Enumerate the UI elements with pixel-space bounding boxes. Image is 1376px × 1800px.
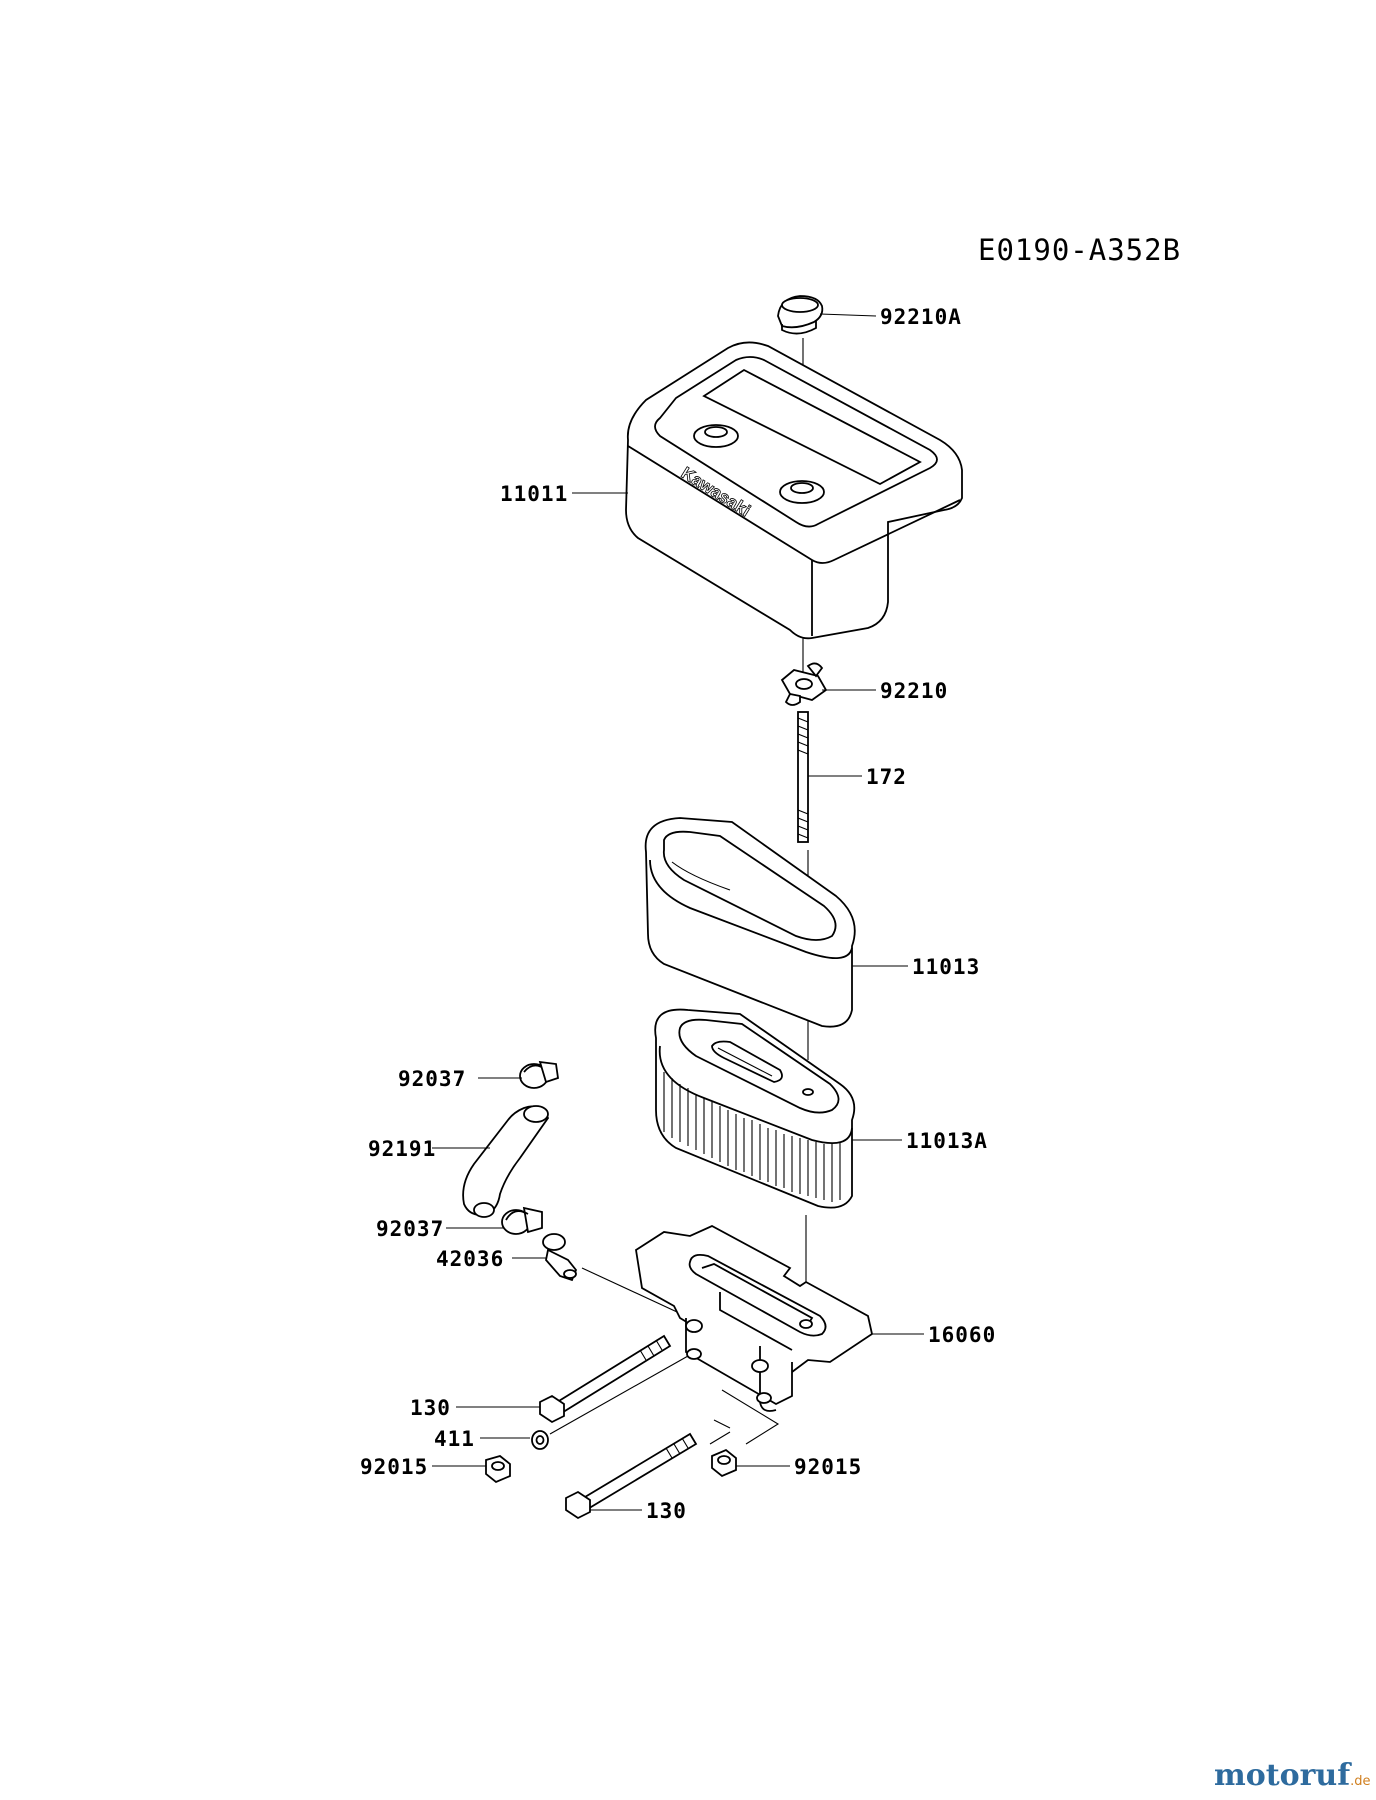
label-411: 411	[434, 1427, 475, 1451]
nut-92015-right	[711, 1448, 737, 1478]
label-130-lower: 130	[646, 1499, 687, 1523]
label-92037-upper: 92037	[398, 1067, 466, 1091]
label-11013: 11013	[912, 955, 980, 979]
precleaner-11013	[644, 817, 856, 1028]
bolt-130-upper	[539, 1334, 672, 1424]
diagram-code: E0190-A352B	[978, 233, 1181, 267]
washer-411	[531, 1430, 549, 1450]
knob-nut-92210a	[777, 295, 824, 335]
hose-clamp-92037-upper	[519, 1060, 559, 1089]
label-16060: 16060	[928, 1323, 996, 1347]
base-plate-16060	[635, 1224, 874, 1412]
label-42036: 42036	[436, 1247, 504, 1271]
nut-92015-left	[485, 1455, 511, 1484]
svg-text:motoruf.de: motoruf.de	[1214, 1758, 1371, 1793]
wing-nut-92210	[780, 662, 828, 706]
bolt-130-lower	[565, 1432, 698, 1520]
leader-lines	[432, 313, 924, 1511]
label-172: 172	[866, 765, 907, 789]
label-92210: 92210	[880, 679, 948, 703]
label-11013a: 11013A	[906, 1129, 988, 1153]
label-92015-right: 92015	[794, 1455, 862, 1479]
cover-11011: Kawasaki	[625, 341, 963, 640]
watermark-logo: motoruf.de	[1214, 1758, 1371, 1793]
label-130-upper: 130	[410, 1396, 451, 1420]
breather-hose-92191	[462, 1105, 550, 1218]
stud-172	[797, 711, 809, 843]
label-11011: 11011	[500, 482, 568, 506]
label-92210a: 92210A	[880, 305, 962, 329]
label-92037-lower: 92037	[376, 1217, 444, 1241]
hose-clamp-92037-lower	[501, 1206, 543, 1235]
label-92191: 92191	[368, 1137, 436, 1161]
fitting-42036	[542, 1233, 578, 1282]
filter-element-11013a	[654, 1008, 856, 1209]
label-92015-left: 92015	[360, 1455, 428, 1479]
